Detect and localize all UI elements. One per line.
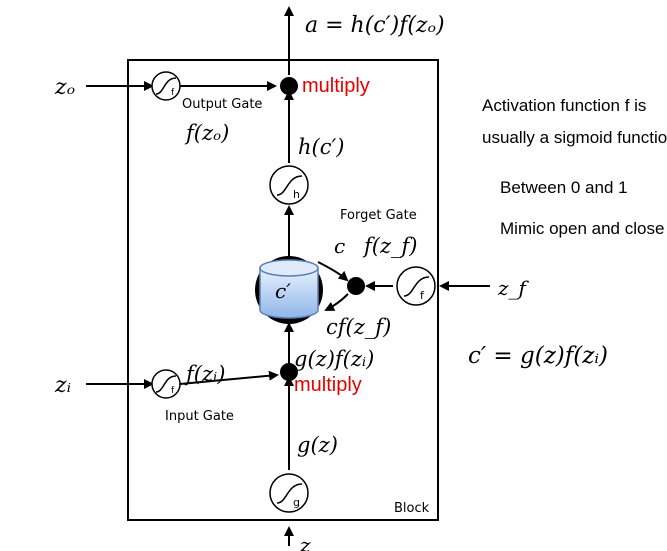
block-caption: Block: [394, 501, 430, 516]
signal-f-zi: f(zᵢ): [184, 362, 225, 386]
signal-f-zf: f(z_f): [362, 234, 418, 258]
unit-letter-h: h: [293, 188, 300, 201]
memory-equation: c′ = g(z)f(zᵢ): [468, 343, 608, 369]
note-line-4: Mimic open and close gate: [500, 219, 667, 238]
multiply-label-bottom: multiply: [294, 374, 362, 396]
output-equation: a = h(c′)f(zₒ): [305, 13, 445, 38]
signal-g-z: g(z): [297, 433, 338, 457]
note-line-3: Between 0 and 1: [500, 178, 628, 197]
unit-letter-f-forget: f: [420, 289, 425, 302]
multiply-dot-top: [280, 77, 298, 95]
input-label-zo: zₒ: [54, 75, 75, 100]
input-label-zi: zᵢ: [54, 373, 71, 398]
signal-g-f-zi: g(z)f(zᵢ): [294, 347, 374, 371]
gate-input-arrows: [86, 81, 490, 389]
activation-h: [269, 165, 309, 205]
unit-letter-f-output: f: [171, 88, 175, 98]
signal-c-prime: c′: [275, 279, 291, 303]
forget-loop: [317, 261, 349, 311]
unit-letter-f-input: f: [171, 386, 175, 396]
activation-output-gate: [151, 71, 181, 101]
signal-c: c: [334, 234, 345, 258]
forget-gate-caption: Forget Gate: [340, 208, 417, 223]
activation-forget-gate: [396, 266, 436, 306]
input-gate-caption: Input Gate: [165, 409, 234, 424]
signal-c-f-zf: cf(z_f): [326, 315, 391, 339]
unit-letter-g: g: [293, 496, 300, 509]
note-line-1: Activation function f is: [482, 96, 646, 115]
note-line-2: usually a sigmoid function: [482, 128, 667, 147]
signal-h-c: h(c′): [298, 135, 344, 159]
input-label-zf: z_f: [497, 276, 530, 300]
output-gate-caption: Output Gate: [182, 97, 262, 112]
activation-input-gate: [151, 369, 181, 399]
multiply-label-top: multiply: [302, 75, 370, 97]
multiply-dot-forget: [347, 277, 365, 295]
multiply-dot-bottom: [280, 363, 298, 381]
activation-g: [269, 473, 309, 513]
memory-cell: [255, 256, 323, 324]
input-label-z: z: [299, 533, 311, 551]
signal-f-zo: f(zₒ): [184, 121, 229, 145]
block-frame: [127, 59, 439, 521]
